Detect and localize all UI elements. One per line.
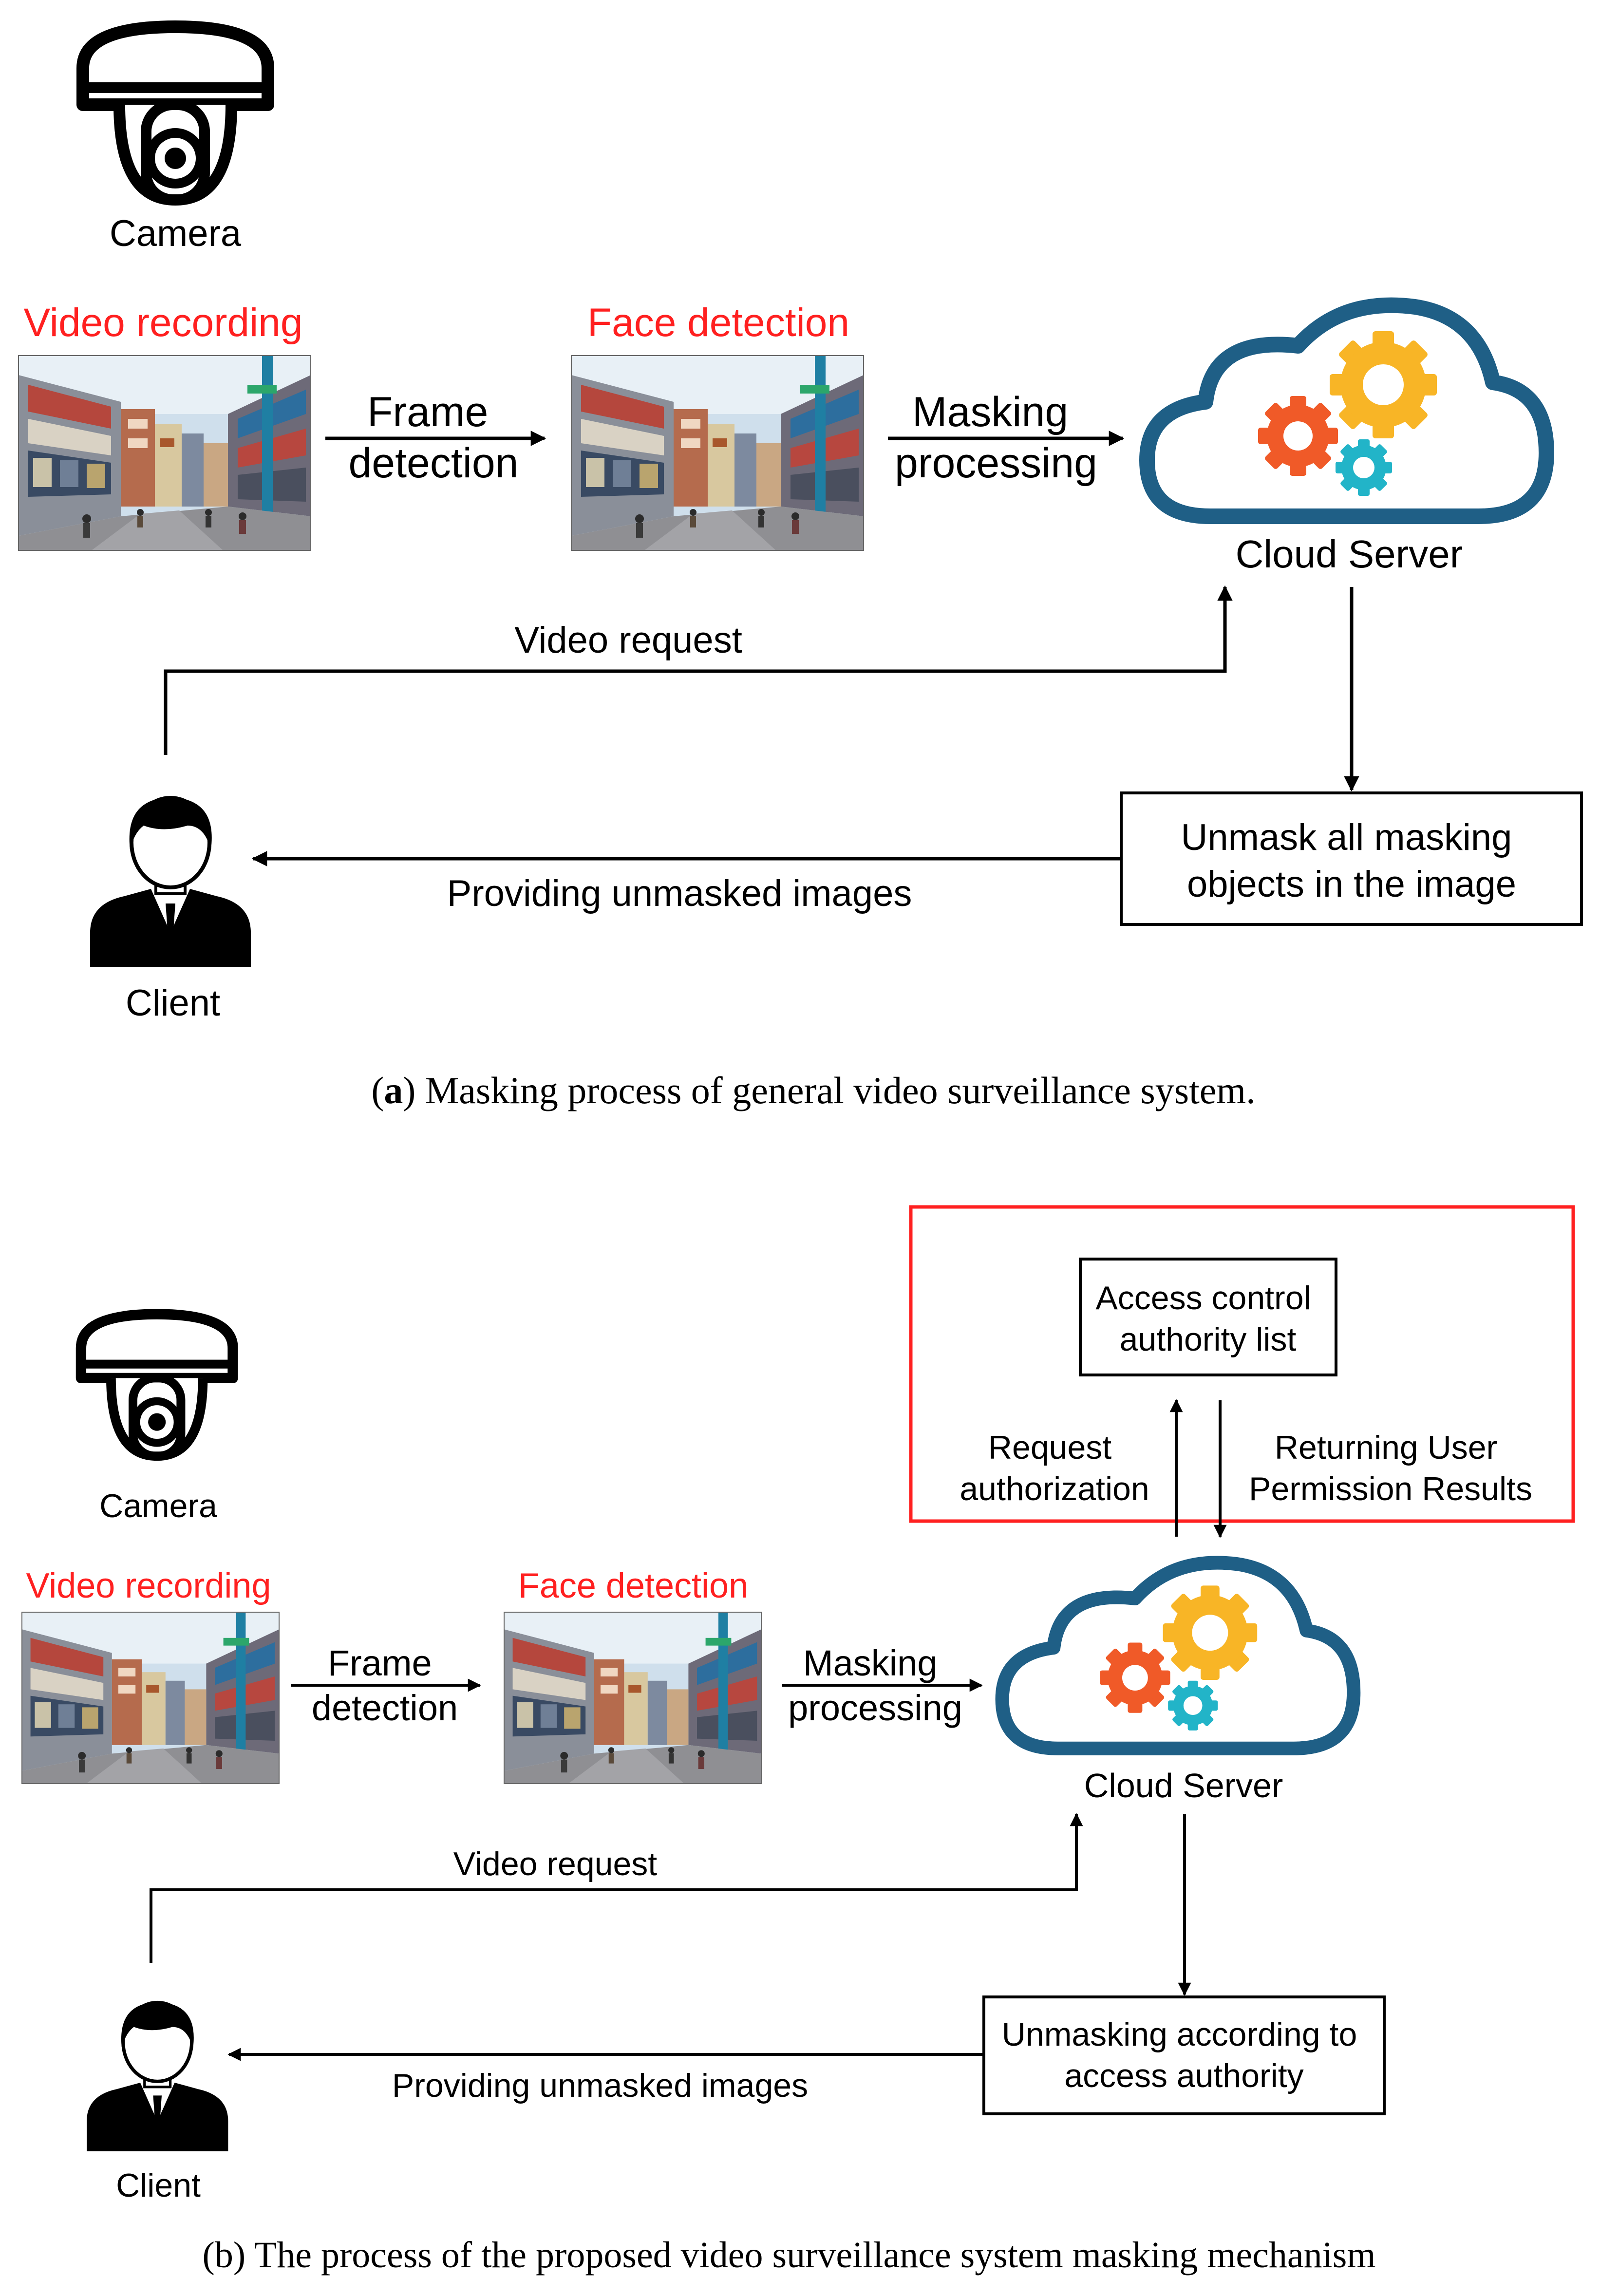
cloud-server-icon — [1002, 1562, 1354, 1748]
video-request-label: Video request — [453, 1845, 658, 1882]
access-control-box — [1079, 1258, 1337, 1376]
masking-processing-label: Masking processing — [895, 389, 1097, 487]
video-request-arrow — [164, 585, 1233, 755]
providing-label: Providing unmasked images — [447, 873, 912, 914]
unmask-box — [982, 1995, 1386, 2115]
face-detection-label: Face detection — [587, 301, 849, 345]
cloud-server-label: Cloud Server — [1084, 1767, 1283, 1805]
street-image — [19, 356, 311, 550]
client-icon — [90, 797, 251, 967]
panel-b: Access control authority list Request au… — [21, 1205, 1575, 2276]
client-label: Client — [126, 982, 220, 1024]
frame-detection-label: Frame detection — [312, 1643, 458, 1728]
caption-a: (a) Masking process of general video sur… — [371, 1069, 1255, 1111]
video-request-arrow — [150, 1813, 1083, 1963]
street-image — [571, 356, 864, 550]
face-detection-label: Face detection — [518, 1566, 748, 1605]
street-image — [22, 1612, 279, 1784]
masking-processing-label: Masking processing — [788, 1643, 962, 1728]
unmask-box-text: Unmask all masking objects in the image — [1181, 817, 1522, 905]
client-icon — [87, 2002, 228, 2151]
access-control-text: Access control authority list — [1095, 1280, 1320, 1358]
unmask-box-text: Unmasking according to access authority — [1002, 2016, 1366, 2094]
video-recording-label: Video recording — [24, 301, 303, 345]
camera-icon — [83, 27, 268, 200]
cloud-server-label: Cloud Server — [1236, 532, 1463, 576]
unmask-box — [1120, 791, 1583, 926]
camera-icon — [81, 1314, 233, 1456]
providing-label: Providing unmasked images — [392, 2067, 808, 2104]
request-authorization-label: Request authorization — [960, 1429, 1149, 1507]
cloud-server-icon — [1147, 305, 1546, 516]
caption-b: (b) The process of the proposed video su… — [203, 2235, 1376, 2276]
camera-label: Camera — [99, 1487, 217, 1524]
panel-a: Camera Video recording Frame detection F… — [18, 27, 1583, 1111]
street-image — [504, 1612, 761, 1784]
video-request-label: Video request — [514, 620, 742, 661]
camera-label: Camera — [110, 213, 242, 254]
frame-detection-label: Frame detection — [348, 389, 518, 487]
authorization-frame — [909, 1205, 1575, 1523]
video-recording-label: Video recording — [26, 1566, 271, 1605]
client-label: Client — [116, 2167, 201, 2204]
returning-results-label: Returning User Permission Results — [1249, 1429, 1532, 1507]
